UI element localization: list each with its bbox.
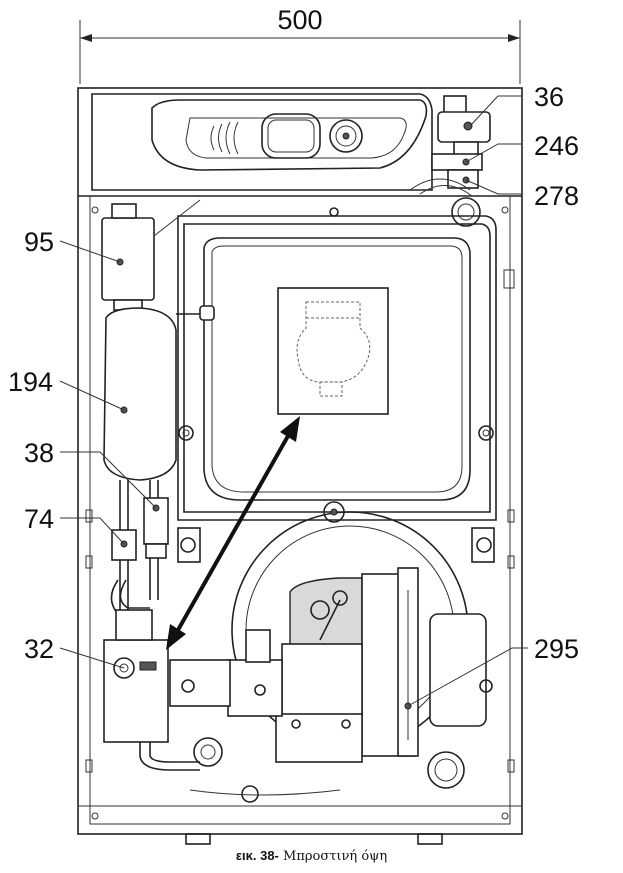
callout-95: 95: [24, 227, 54, 257]
leader-lines: [59, 95, 528, 707]
inset-window: [277, 287, 389, 415]
heat-exchanger: [177, 207, 497, 521]
boiler-cabinet: [77, 87, 523, 845]
callout-38: 38: [24, 438, 54, 468]
callout-36: 36: [534, 82, 564, 112]
figure-caption: εικ. 38- Μπροστινή όψη: [0, 848, 623, 864]
callout-32: 32: [24, 634, 54, 664]
double-headed-arrow: [166, 416, 300, 650]
callout-295: 295: [534, 634, 579, 664]
control-panel: [91, 93, 433, 191]
callout-278: 278: [534, 181, 579, 211]
callout-74: 74: [24, 504, 54, 534]
figure-caption-number: εικ. 38-: [235, 848, 279, 863]
width-dimension: 500: [79, 5, 521, 84]
callout-194: 194: [8, 367, 53, 397]
left-components: [101, 199, 341, 803]
figure-caption-text: Μπροστινή όψη: [278, 849, 388, 864]
top-right-valves: [409, 95, 491, 227]
callout-246: 246: [534, 131, 579, 161]
width-dimension-label: 500: [277, 5, 322, 35]
burner-assembly: [169, 501, 495, 789]
